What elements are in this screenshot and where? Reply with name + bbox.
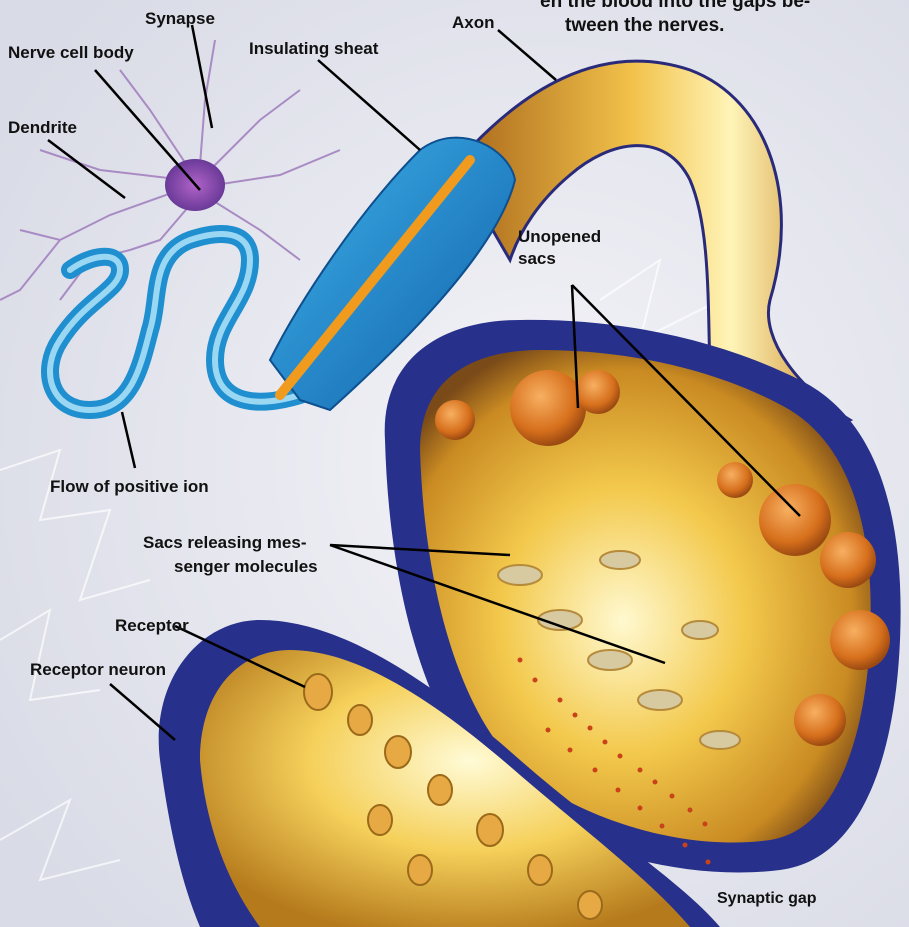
- label-unopened-sacs-1: Unopened: [518, 226, 601, 247]
- label-axon: Axon: [452, 12, 495, 33]
- label-synapse: Synapse: [145, 8, 215, 29]
- label-dendrite: Dendrite: [8, 117, 77, 138]
- label-synaptic-gap: Synaptic gap: [717, 888, 817, 909]
- label-insulating-sheath: Insulating sheat: [249, 38, 378, 59]
- label-sacs-releasing-1: Sacs releasing mes-: [143, 532, 306, 553]
- caption-line-2: tween the nerves.: [565, 15, 724, 37]
- label-flow-of-positive-ion: Flow of positive ion: [50, 476, 209, 497]
- label-sacs-releasing-2: senger molecules: [174, 556, 318, 577]
- label-nerve-cell-body: Nerve cell body: [8, 42, 134, 63]
- caption-line-1: en the blood into the gaps be-: [540, 0, 810, 13]
- label-unopened-sacs-2: sacs: [518, 248, 556, 269]
- label-receptor: Receptor: [115, 615, 189, 636]
- label-receptor-neuron: Receptor neuron: [30, 659, 166, 680]
